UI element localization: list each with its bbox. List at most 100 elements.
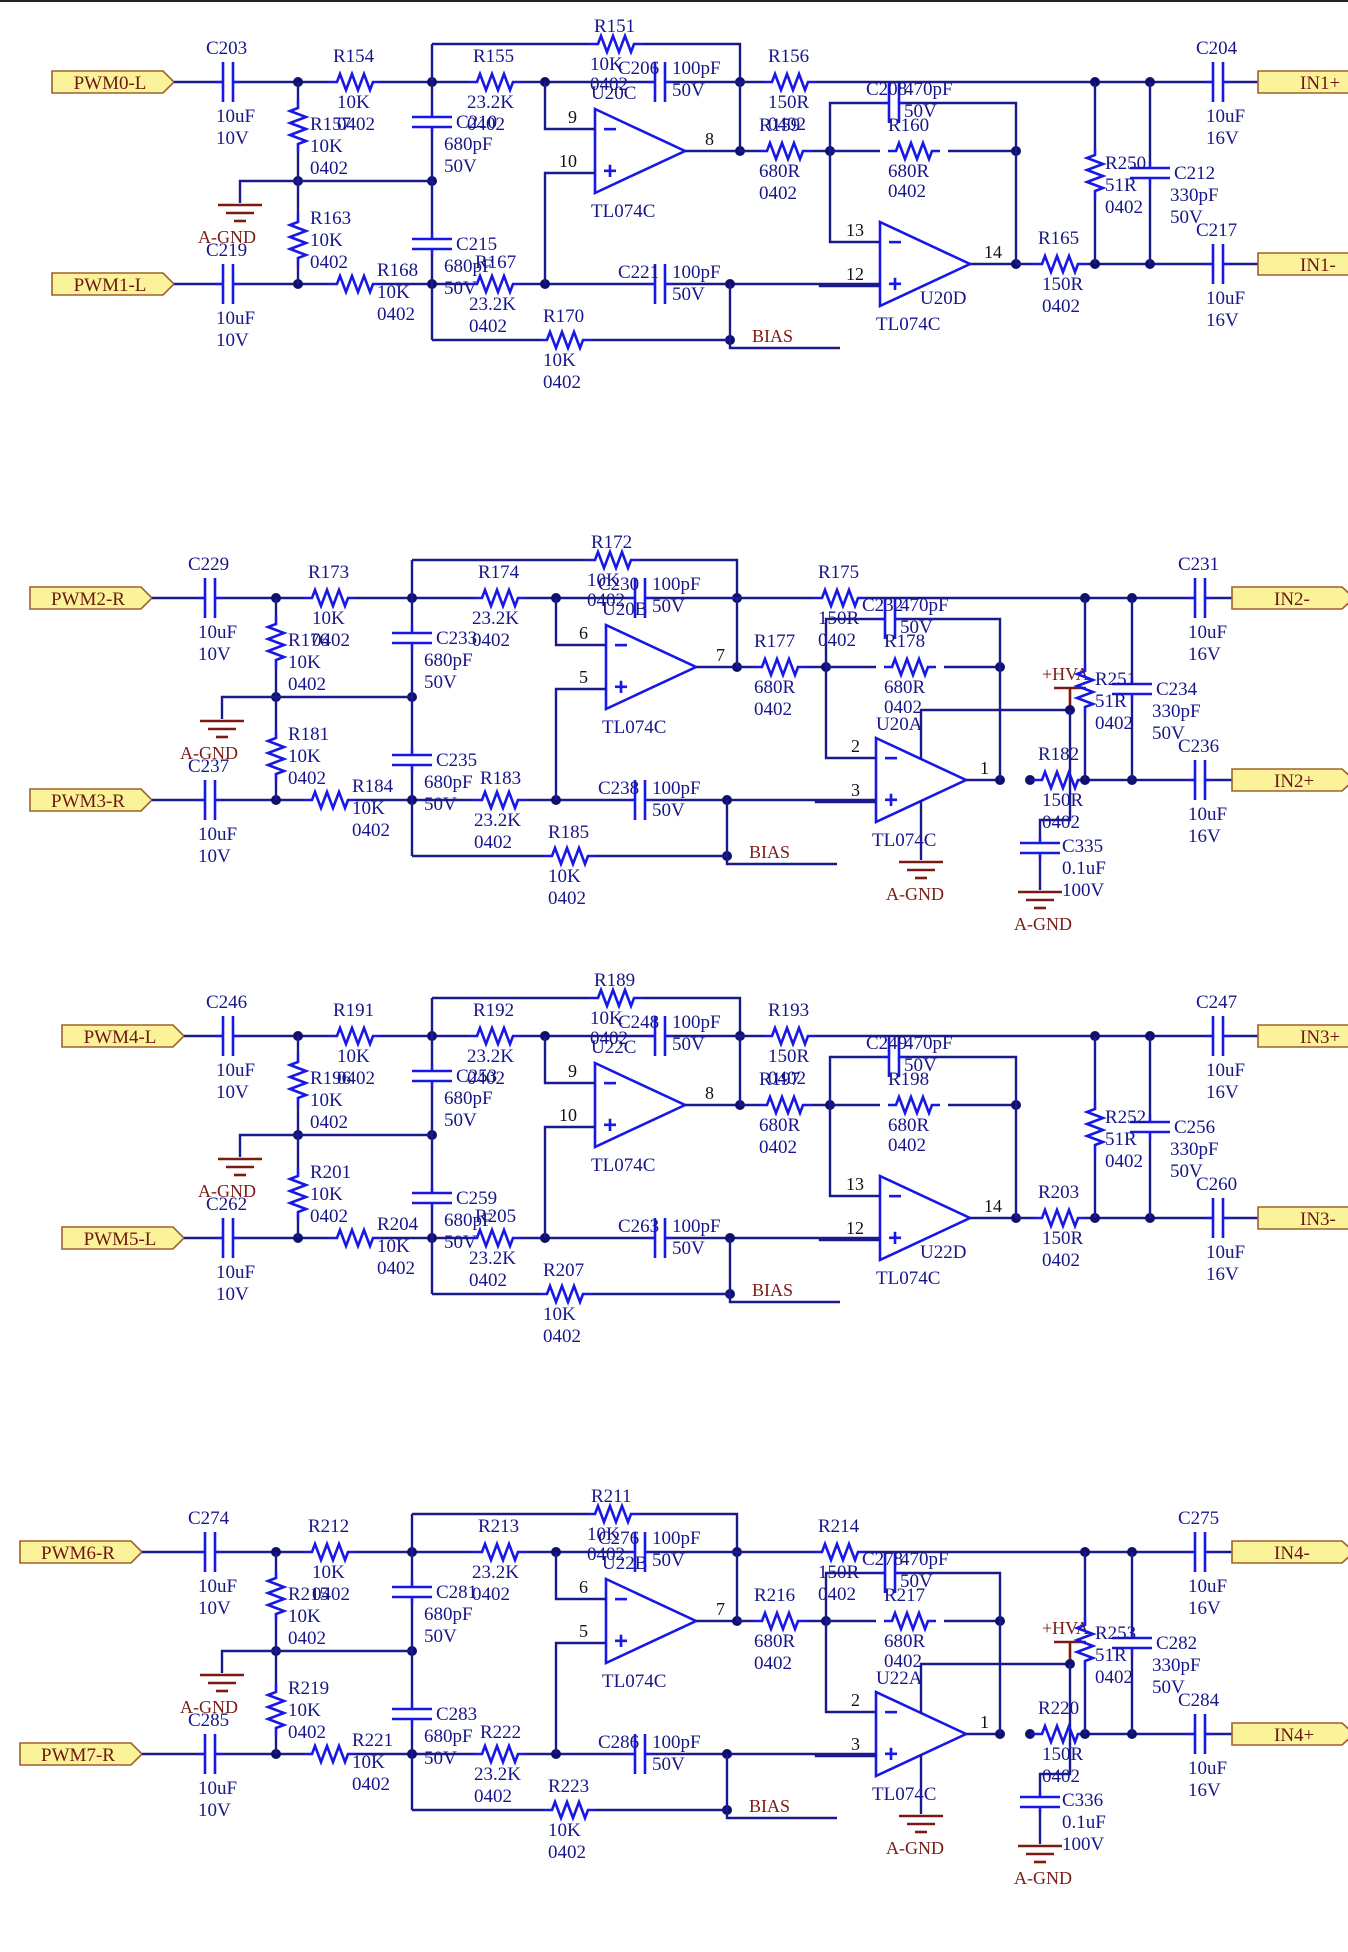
input-port[interactable]: PWM4-L <box>61 1024 186 1048</box>
input-port[interactable]: PWM2-R <box>29 586 154 610</box>
output-port[interactable]: IN4+ <box>1231 1722 1348 1746</box>
resistor-symbol <box>759 1093 811 1117</box>
label: R204 <box>377 1214 419 1235</box>
label: 0402 <box>548 1842 586 1863</box>
label: C236 <box>1178 736 1219 757</box>
label: 680pF <box>424 1726 473 1747</box>
label: 10uF <box>198 1576 237 1597</box>
label: 100pF <box>672 1012 721 1033</box>
wire <box>238 1133 298 1157</box>
opamp-part: TL074C <box>602 717 666 738</box>
output-port[interactable]: IN2+ <box>1231 768 1348 792</box>
page-top-border <box>0 0 1348 2</box>
label: 10K <box>288 1606 321 1627</box>
resistor-symbol <box>1034 1722 1086 1746</box>
label: 470pF <box>900 595 949 616</box>
label: 16V <box>1206 1082 1239 1103</box>
label: 0.1uF <box>1062 1812 1106 1833</box>
port-flag <box>29 586 154 610</box>
label: 0402 <box>1042 1250 1080 1271</box>
label: R207 <box>543 1260 584 1281</box>
wire <box>639 558 739 598</box>
output-port[interactable]: IN4- <box>1231 1540 1348 1564</box>
resistor-symbol <box>264 730 288 782</box>
opamp-ref: U22B <box>602 1553 647 1574</box>
label: R160 <box>888 115 929 136</box>
label: 51R <box>1105 175 1137 196</box>
label: C229 <box>188 554 229 575</box>
label: R172 <box>591 532 632 553</box>
opamp-ref: U20B <box>602 599 647 620</box>
output-port[interactable]: IN1- <box>1257 252 1348 276</box>
resistor-symbol <box>286 1168 310 1220</box>
label: 330pF <box>1152 701 1201 722</box>
wire <box>906 101 1018 151</box>
label: 100V <box>1062 880 1105 901</box>
label: 0402 <box>818 1584 856 1605</box>
ground-net-label: A-GND <box>180 743 238 763</box>
label: 0402 <box>1095 1667 1133 1688</box>
resistor-symbol <box>1083 147 1107 199</box>
label: R168 <box>377 260 418 281</box>
resistor-symbol <box>754 655 806 679</box>
label: 50V <box>444 278 477 299</box>
output-port[interactable]: IN3+ <box>1257 1024 1348 1048</box>
label: C234 <box>1156 679 1198 700</box>
output-port[interactable]: IN2- <box>1231 586 1348 610</box>
label: R215 <box>288 1584 329 1605</box>
plus-sign-icon: + <box>884 1741 898 1768</box>
wire <box>642 996 742 1036</box>
wire <box>725 1754 837 1820</box>
label: 680R <box>759 1115 801 1136</box>
label: C286 <box>598 1732 639 1753</box>
label: C215 <box>456 234 497 255</box>
port-flag <box>1257 1024 1348 1048</box>
wire <box>824 617 878 667</box>
label: C259 <box>456 1188 497 1209</box>
label: 50V <box>424 1748 457 1769</box>
label: C336 <box>1062 1790 1103 1811</box>
input-port[interactable]: PWM0-L <box>51 70 176 94</box>
ground-net-label: A-GND <box>1014 1868 1072 1888</box>
label: 10uF <box>216 1262 255 1283</box>
label: 50V <box>672 80 705 101</box>
port-label: PWM3-R <box>51 791 125 812</box>
channel-3: PWM4-LPWM5-LC24610uF10VC26210uF10VR19610… <box>61 970 1348 1347</box>
label: 10uF <box>1188 622 1227 643</box>
label: 0402 <box>884 1651 922 1672</box>
label: 150R <box>1042 790 1084 811</box>
wire <box>902 617 1002 667</box>
port-flag <box>1231 768 1348 792</box>
resistor-symbol <box>264 616 288 668</box>
input-port[interactable]: PWM1-L <box>51 272 176 296</box>
label: 50V <box>1152 1677 1185 1698</box>
label: 50V <box>904 101 937 122</box>
input-port[interactable]: PWM3-R <box>29 788 154 812</box>
input-port[interactable]: PWM6-R <box>19 1540 144 1564</box>
label: 0402 <box>288 674 326 695</box>
label: 10K <box>337 1046 370 1067</box>
label: R212 <box>308 1516 349 1537</box>
label: 0402 <box>337 1068 375 1089</box>
label: R163 <box>310 208 351 229</box>
output-port[interactable]: IN1+ <box>1257 70 1348 94</box>
resistor-symbol <box>469 272 521 296</box>
label: R177 <box>754 631 795 652</box>
label: 10K <box>288 746 321 767</box>
resistor-symbol <box>590 986 642 1010</box>
pin-number: 12 <box>846 1218 864 1238</box>
label: 680R <box>754 677 796 698</box>
label: 100pF <box>652 1732 701 1753</box>
pin-number: 9 <box>568 107 577 127</box>
label: 23.2K <box>467 1046 514 1067</box>
input-port[interactable]: PWM7-R <box>19 1742 144 1766</box>
label: 0402 <box>352 820 390 841</box>
label: 50V <box>652 596 685 617</box>
label: 0402 <box>888 181 926 202</box>
pin-number: 14 <box>984 242 1002 262</box>
output-port[interactable]: IN3- <box>1257 1206 1348 1230</box>
label: 10K <box>587 1524 620 1545</box>
opamp-symbol <box>878 1173 974 1263</box>
label: 0402 <box>759 183 797 204</box>
input-port[interactable]: PWM5-L <box>61 1226 186 1250</box>
